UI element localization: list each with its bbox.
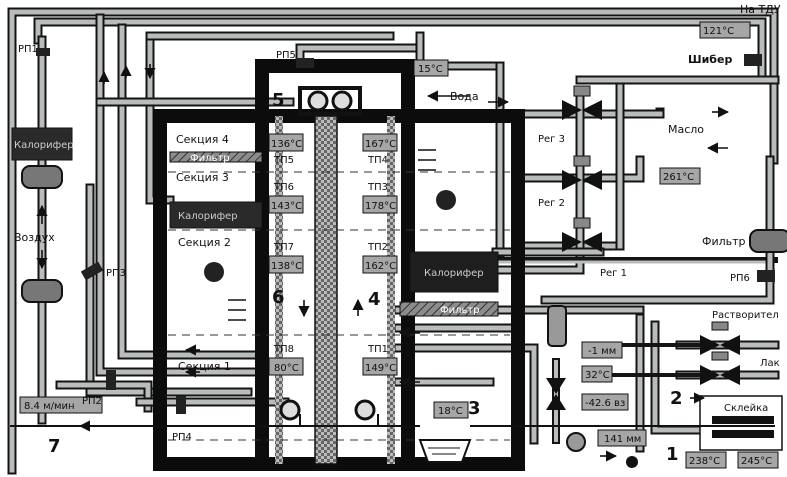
marker-3: 3 (468, 398, 481, 419)
tp2-label: ТП2 (367, 242, 388, 253)
sekciya4-label: Секция 4 (176, 133, 229, 146)
valve-rp1[interactable] (36, 48, 50, 56)
reg2-label: Рег 2 (538, 198, 565, 209)
rp3-label: РП3 (106, 268, 126, 279)
maslo-label: Масло (668, 123, 704, 136)
valve-shiber[interactable] (744, 54, 762, 66)
tdu-temp-value: 121°C (703, 26, 734, 37)
valve-rp4[interactable] (176, 396, 186, 414)
sensor-138-value: 138°C (271, 261, 302, 272)
fan-right-icon (436, 190, 456, 210)
bath-valve[interactable] (546, 378, 566, 410)
sensor-143-value: 143°C (271, 201, 302, 212)
kalorifer-left[interactable] (11, 127, 73, 161)
vozdukh-label: Воздух (14, 231, 55, 244)
sensor-149-value: 149°C (365, 363, 396, 374)
roll-left-1 (279, 399, 301, 421)
sensor-178-value: 178°C (365, 201, 396, 212)
na-tdu-label: На ТДУ (740, 3, 781, 16)
filter-canister-left-top (21, 165, 63, 189)
shiber-label: Шибер (688, 53, 732, 66)
rastvoritel-label: Растворител (712, 310, 779, 321)
valve-rp6[interactable] (757, 270, 775, 282)
reg3-label: Рег 3 (538, 134, 565, 145)
rp6-label: РП6 (730, 273, 750, 284)
lak-temp-value: 32°C (585, 370, 610, 381)
pump[interactable] (566, 432, 586, 452)
skleyka-label: Склейка (724, 403, 768, 414)
kalorifer-right-label: Калорифер (424, 268, 484, 279)
roll-top-2 (331, 90, 353, 112)
bath-temp-value: 18°C (438, 406, 463, 417)
fan-section2-icon (204, 262, 224, 282)
section4-filter (169, 151, 263, 163)
filtr-right-label: Фильтр (702, 235, 746, 248)
sekciya1-label: Секция 1 (178, 360, 231, 373)
filter-canister-right (749, 229, 787, 253)
rp2-label: РП2 (82, 396, 102, 407)
solvent-valve[interactable] (700, 321, 740, 355)
tp8-label: ТП8 (273, 344, 294, 355)
viscosity-value: -42.6 вз (585, 398, 625, 409)
thickness-value: 141 мм (604, 434, 641, 445)
filter-canister-left-bottom (21, 279, 63, 303)
valve-rp5[interactable] (296, 58, 314, 68)
sensor-80-value: 80°C (274, 363, 299, 374)
marker-2: 2 (670, 388, 683, 409)
sensor-162-value: 162°C (365, 261, 396, 272)
oil-temp-value: 261°C (663, 172, 694, 183)
sensor-167-value: 167°C (365, 139, 396, 150)
filtr-lower-label: Фильтр (440, 305, 480, 316)
roll-right-1 (354, 399, 376, 421)
kalorifer-right[interactable] (409, 251, 499, 293)
solvent-tank (547, 305, 567, 347)
reg1-valve[interactable] (562, 217, 602, 252)
tp7-label: ТП7 (273, 242, 294, 253)
roll1-temp-value: 238°C (689, 456, 720, 467)
sekciya3-label: Секция 3 (176, 171, 229, 184)
filter-lower (399, 301, 499, 317)
sensor-136-value: 136°C (271, 139, 302, 150)
lak-label: Лак (760, 358, 780, 369)
reg3-valve[interactable] (562, 85, 602, 120)
valve-rp3[interactable] (80, 261, 104, 281)
marker-4: 4 (368, 289, 381, 310)
drive-motor (626, 456, 638, 468)
flow-arrows (36, 64, 730, 462)
marker-5: 5 (272, 90, 285, 111)
tp6-label: ТП6 (273, 182, 294, 193)
lak-valve[interactable] (700, 351, 740, 385)
tp5-label: ТП5 (273, 155, 294, 166)
filtr-s4-label: Фильтр (190, 153, 230, 164)
valve-rp2[interactable] (106, 370, 116, 390)
kalorifer-section3[interactable] (169, 201, 263, 229)
marker-7: 7 (48, 436, 61, 457)
marker-6: 6 (272, 287, 285, 308)
level-value: -1 мм (588, 346, 616, 357)
tp4-label: ТП4 (367, 155, 388, 166)
kalorifer-s3-label: Калорифер (178, 211, 238, 222)
marker-1: 1 (666, 444, 679, 465)
voda-label: Вода (450, 90, 479, 103)
rp1-label: РП1 (18, 44, 38, 55)
rp5-label: РП5 (276, 50, 296, 61)
sekciya2-label: Секция 2 (178, 236, 231, 249)
water-temp-value: 15°C (418, 64, 443, 75)
reg2-valve[interactable] (562, 155, 602, 190)
reg1-label: Рег 1 (600, 268, 627, 279)
kalorifer-left-label: Калорифер (14, 140, 74, 151)
tp1-label: ТП1 (367, 344, 388, 355)
tp3-label: ТП3 (367, 182, 388, 193)
roll-top-1 (307, 90, 329, 112)
lacquer-bath (418, 439, 472, 463)
speed-value: 8.4 м/мин (24, 401, 75, 412)
roll2-temp-value: 245°C (741, 456, 772, 467)
rp4-label: РП4 (172, 432, 192, 443)
